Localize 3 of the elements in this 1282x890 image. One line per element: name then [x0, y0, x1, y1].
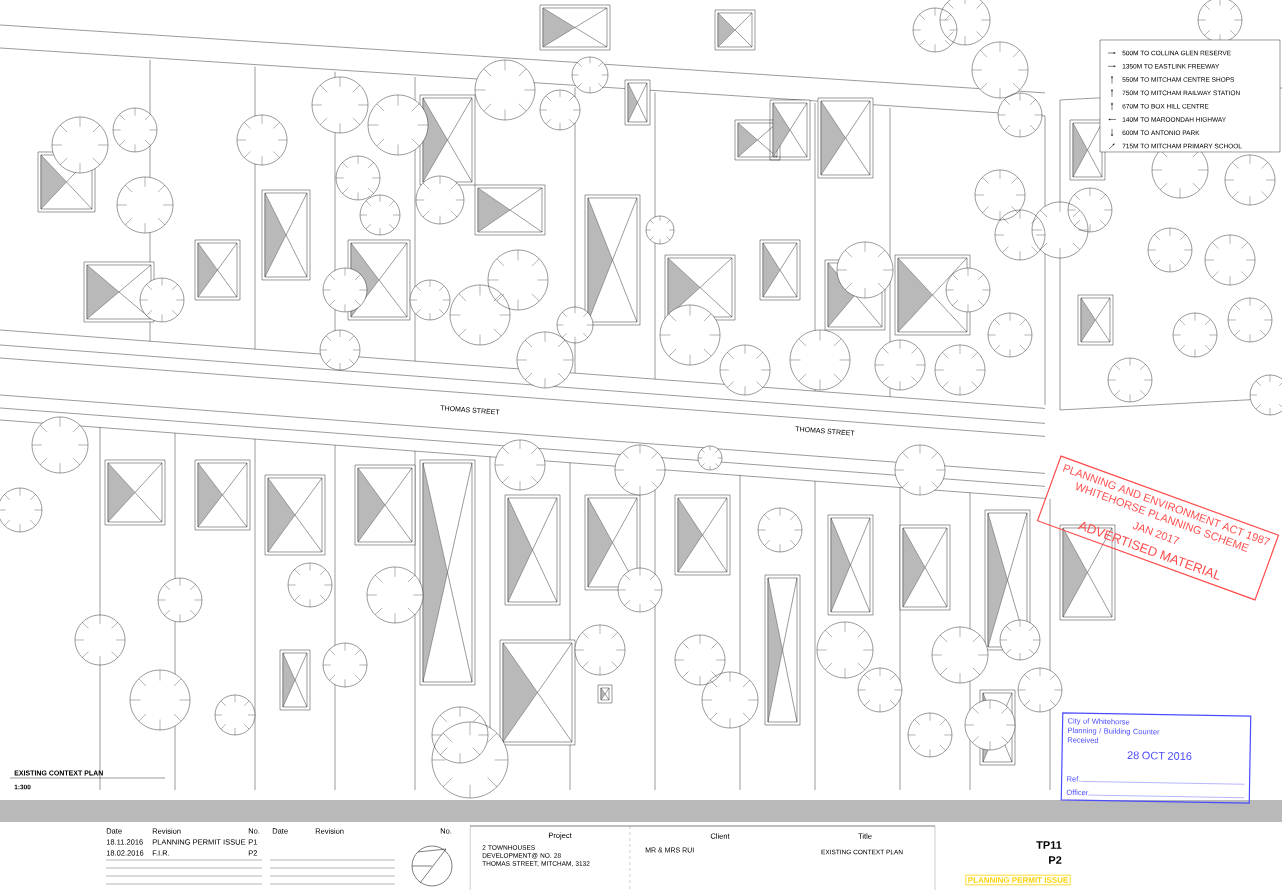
permit-issue-stamp: PLANNING PERMIT ISSUE	[965, 874, 1071, 886]
drawing-number: TP11	[1036, 841, 1062, 849]
revision-number: P2	[1049, 856, 1062, 864]
